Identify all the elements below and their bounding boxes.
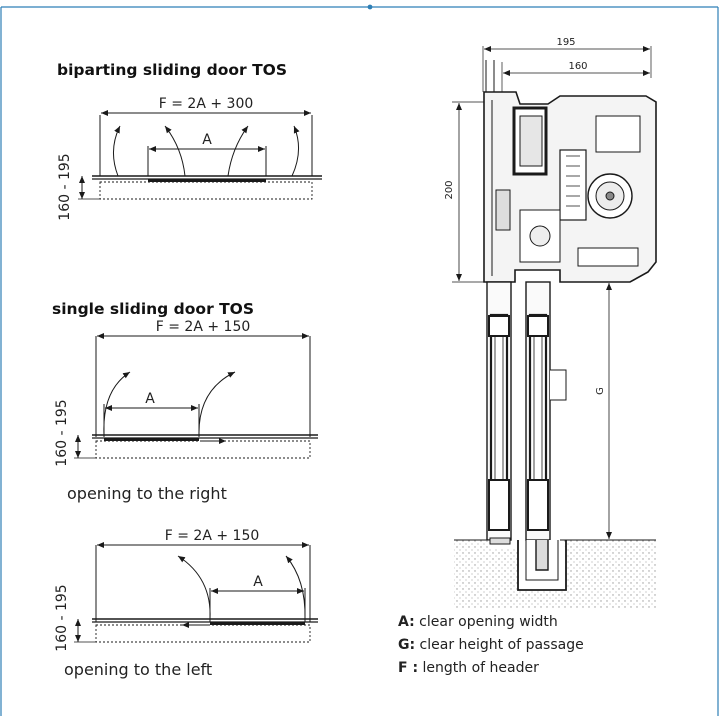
section-dim-160: 160 [568, 61, 587, 72]
biparting-formula: F = 2A + 300 [159, 96, 254, 112]
single-right-diagram [74, 333, 318, 459]
legend-item-a: A: clear opening width [398, 614, 558, 630]
legend-item-f: F : length of header [398, 660, 539, 676]
legend-text: clear opening width [414, 614, 558, 630]
single-left-dim-a: A [253, 574, 263, 590]
single-right-dim-a: A [145, 391, 155, 407]
biparting-dim-a: A [202, 132, 212, 148]
single-left-diagram [74, 542, 318, 643]
single-left-formula: F = 2A + 150 [165, 528, 260, 544]
caption-opening-right: opening to the right [67, 484, 227, 503]
single-right-depth: 160 - 195 [54, 399, 70, 466]
legend-key: F [398, 660, 413, 676]
single-heading: single sliding door TOS [52, 300, 255, 318]
legend-text: clear height of passage [415, 637, 584, 653]
biparting-heading: biparting sliding door TOS [57, 61, 287, 79]
cross-section-drawing [452, 46, 657, 608]
legend-sep: : [409, 637, 416, 653]
legend-sep: : [409, 614, 415, 630]
legend-key: A [398, 614, 410, 630]
single-left-depth: 160 - 195 [54, 584, 70, 651]
section-dim-195: 195 [556, 37, 575, 48]
legend-text: length of header [418, 660, 539, 676]
biparting-depth: 160 - 195 [57, 153, 73, 220]
frame-border [0, 4, 719, 716]
legend-item-g: G: clear height of passage [398, 637, 584, 653]
caption-opening-left: opening to the left [64, 660, 213, 679]
legend-key: G [398, 637, 410, 653]
legend-sep: : [412, 660, 419, 676]
section-dim-200: 200 [444, 180, 455, 199]
single-right-formula: F = 2A + 150 [156, 319, 251, 335]
section-dim-g: G [595, 387, 606, 395]
biparting-diagram [78, 110, 322, 200]
